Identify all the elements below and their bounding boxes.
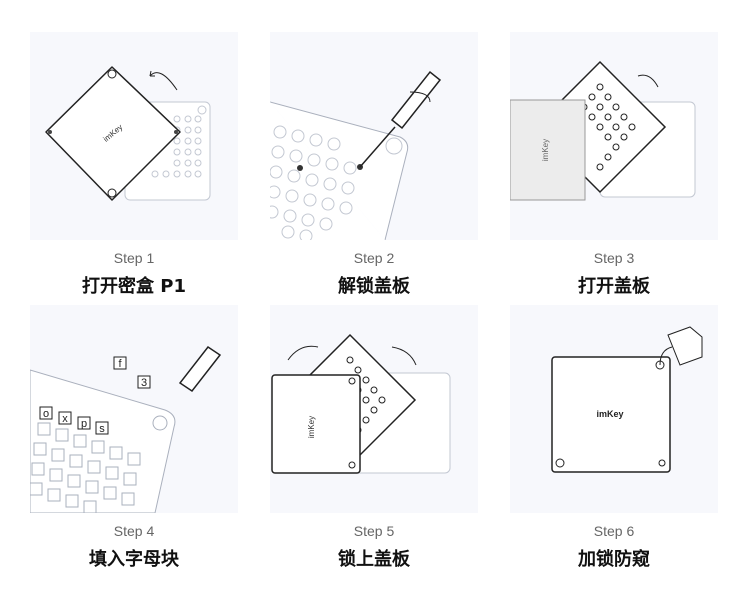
step-6-illustration: imKey (510, 305, 718, 513)
letter-tile: s (99, 423, 105, 435)
step-2: Step 2 解锁盖板 (270, 32, 478, 298)
step-4-illustration: o x p s f 3 (30, 305, 238, 513)
step-label: Step 5 (353, 523, 395, 539)
step-title: 解锁盖板 (338, 276, 410, 297)
letter-tile: p (81, 418, 87, 430)
step-label: Step 3 (593, 250, 635, 266)
step-label: Step 4 (113, 523, 155, 539)
step-6: imKey Step 6 加锁防窥 (510, 305, 718, 571)
step-3: imKey Step 3 打开盖板 (510, 32, 718, 298)
letter-tile: o (43, 408, 49, 420)
letter-tiles-icon: o x p s f 3 (30, 345, 222, 513)
step-1: imKey Step 1 打开密盒 P1 (30, 32, 238, 298)
brand-logo: imKey (307, 416, 316, 438)
step-3-illustration: imKey (510, 32, 718, 240)
step-title: 打开盖板 (578, 276, 650, 297)
close-cover-icon: imKey (271, 333, 451, 474)
step-5-illustration: imKey (270, 305, 478, 513)
step-1-illustration: imKey (30, 32, 238, 240)
step-label: Step 1 (113, 250, 155, 266)
step-5: imKey Step 5 锁上盖板 (270, 305, 478, 571)
brand-logo: imKey (541, 139, 550, 161)
letter-tile: 3 (141, 377, 147, 389)
padlock-icon: imKey (551, 326, 703, 473)
open-box-icon: imKey (45, 66, 211, 201)
letter-tile: f (118, 358, 122, 370)
open-cover-icon: imKey (510, 60, 696, 201)
screwdriver-icon (270, 70, 442, 240)
brand-logo: imKey (596, 409, 623, 419)
step-title: 锁上盖板 (338, 549, 410, 570)
step-title: 打开密盒 P1 (82, 276, 186, 297)
step-label: Step 2 (353, 250, 395, 266)
step-title: 加锁防窥 (578, 549, 650, 570)
step-title: 填入字母块 (89, 549, 179, 570)
step-label: Step 6 (593, 523, 635, 539)
letter-tile: x (62, 413, 68, 425)
step-4: o x p s f 3 Step 4 填入字母块 (30, 305, 238, 571)
step-2-illustration (270, 32, 478, 240)
